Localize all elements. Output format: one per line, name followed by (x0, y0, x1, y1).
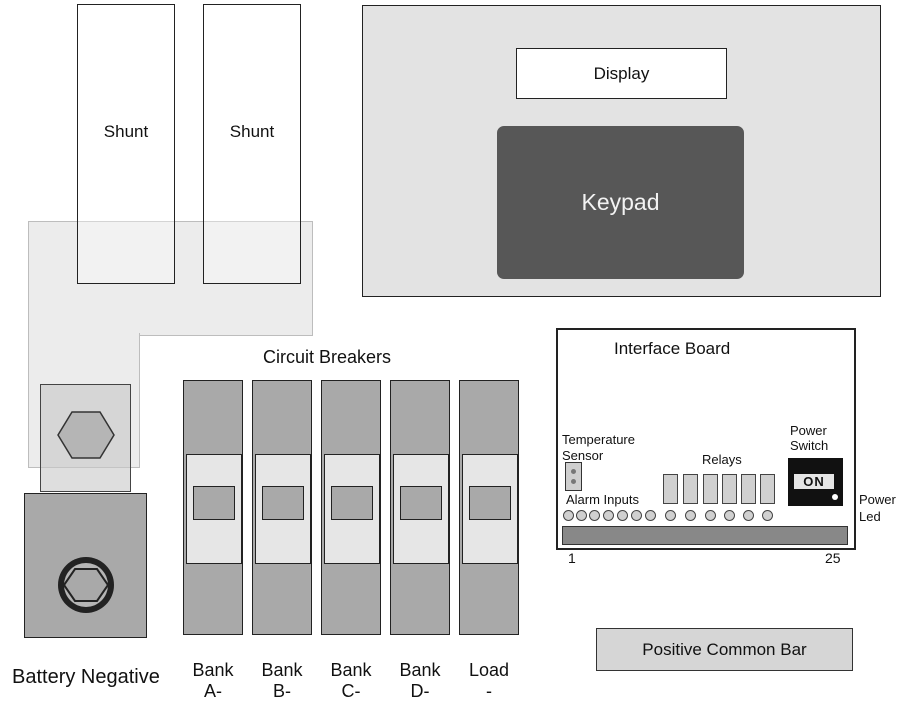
alarm-input-terminal (576, 510, 587, 521)
power-switch-label-line2: Switch (790, 438, 829, 453)
terminal-nut-icon (58, 557, 114, 613)
positive-common-bar: Positive Common Bar (596, 628, 853, 671)
power-led (832, 494, 838, 500)
sensor-pin (571, 479, 576, 484)
temperature-sensor-label-line1: Temperature (562, 432, 635, 447)
display: Display (516, 48, 727, 99)
power-switch-label-line1: Power (790, 423, 827, 438)
shunt-right (203, 4, 301, 284)
breaker-label-bank-d: Bank D- (399, 660, 441, 701)
hex-bolt-plate (40, 384, 131, 492)
breaker-switch (400, 486, 442, 520)
relay (663, 474, 678, 504)
circuit-breakers-title: Circuit Breakers (263, 347, 392, 367)
breaker-switch (193, 486, 235, 520)
relay (741, 474, 756, 504)
temperature-sensor (565, 462, 582, 491)
breaker-label-bank-c: Bank C- (330, 660, 372, 701)
power-led-label-line2: Led (859, 509, 881, 524)
shunt-right-label: Shunt (229, 122, 275, 141)
interface-board-title: Interface Board (614, 339, 731, 358)
breaker-label-bank-b: Bank B- (261, 660, 303, 701)
shunt-left (77, 4, 175, 284)
alarm-input-terminal (563, 510, 574, 521)
breaker-label-bank-a: Bank A- (192, 660, 234, 701)
power-switch[interactable]: ON (788, 458, 843, 506)
alarm-inputs-label: Alarm Inputs (566, 492, 639, 507)
battery-negative-terminal (24, 493, 147, 638)
power-led-label-line1: Power (859, 492, 896, 507)
temperature-sensor-label-line2: Sensor (562, 448, 604, 463)
breaker-bank-a (183, 380, 243, 635)
terminal-strip-start-label: 1 (568, 550, 576, 566)
hex-bolt-icon (57, 411, 115, 459)
alarm-input-terminal (645, 510, 656, 521)
keypad: Keypad (497, 126, 744, 279)
sensor-pin (571, 469, 576, 474)
breaker-label-load: Load - (468, 660, 510, 701)
power-switch-state: ON (794, 474, 834, 489)
breaker-switch (262, 486, 304, 520)
relay-terminal (762, 510, 773, 521)
battery-negative-label: Battery Negative (12, 666, 160, 688)
breaker-switch (331, 486, 373, 520)
relays-label: Relays (702, 452, 742, 467)
relay-terminal (724, 510, 735, 521)
breaker-load (459, 380, 519, 635)
breaker-bank-d (390, 380, 450, 635)
relay (722, 474, 737, 504)
shunt-left-label: Shunt (103, 122, 149, 141)
breaker-bank-b (252, 380, 312, 635)
relay-terminal (705, 510, 716, 521)
alarm-input-terminal (631, 510, 642, 521)
relay-terminal (743, 510, 754, 521)
breaker-switch (469, 486, 511, 520)
relay-terminal (665, 510, 676, 521)
terminal-strip-end-label: 25 (825, 550, 841, 566)
relay (703, 474, 718, 504)
relay (683, 474, 698, 504)
alarm-input-terminal (603, 510, 614, 521)
relay-terminal (685, 510, 696, 521)
terminal-strip (562, 526, 848, 545)
alarm-input-terminal (617, 510, 628, 521)
busbar-horizontal (28, 221, 313, 336)
alarm-input-terminal (589, 510, 600, 521)
relay (760, 474, 775, 504)
breaker-bank-c (321, 380, 381, 635)
